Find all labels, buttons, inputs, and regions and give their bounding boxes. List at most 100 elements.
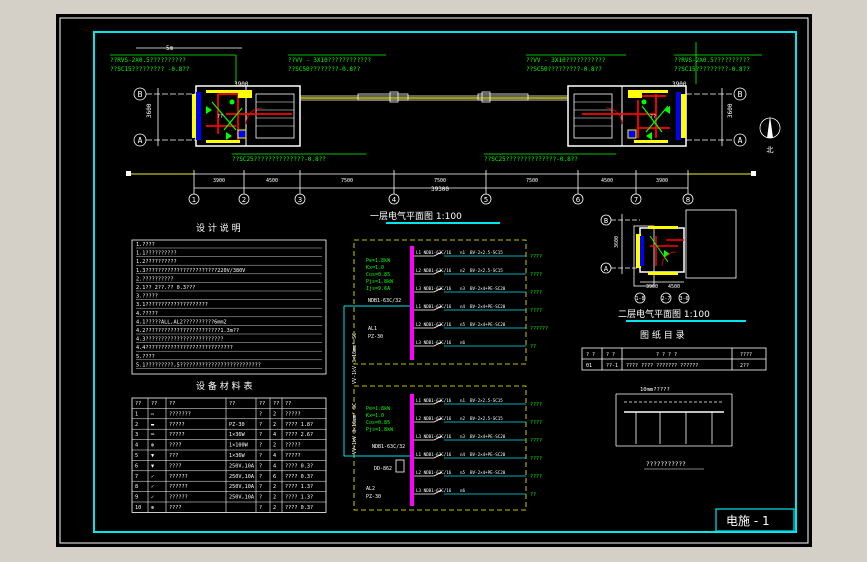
plan2-title: 二层电气平面图 1:100 bbox=[618, 308, 710, 320]
mid-left-note-1: ??VV - 3X10???????????? bbox=[288, 57, 371, 64]
materials-cell: ▼ bbox=[151, 453, 155, 459]
notes-line: 2.?????????? bbox=[136, 276, 173, 282]
index-cell-2: ??-1 bbox=[606, 363, 618, 369]
svg-text:??: ?? bbox=[650, 114, 656, 120]
p2-axis-a: A bbox=[604, 265, 609, 273]
left-note-2: ??SC15????????? -0.8?? bbox=[110, 66, 190, 73]
circuit-note: ???? bbox=[530, 402, 542, 408]
axis-col-circle bbox=[388, 193, 400, 205]
axis-col-circle bbox=[572, 193, 584, 205]
p1-param-4: Pjs=1.8kW bbox=[366, 279, 394, 285]
materials-cell: 1 bbox=[135, 411, 138, 417]
notes-line: 1.2?????????? bbox=[136, 259, 177, 265]
materials-cell: ????? bbox=[285, 411, 301, 417]
axis-col-label: 1 bbox=[192, 196, 196, 204]
p2-param-1: Pe=1.8kW bbox=[366, 406, 391, 412]
p2-dim-1: 3900 bbox=[646, 284, 658, 290]
materials-cell: 4 bbox=[135, 443, 138, 449]
right-building: ?? 3900 bbox=[567, 81, 687, 147]
materials-cell: ????? bbox=[285, 453, 301, 459]
index-cell-4: 2?? bbox=[740, 363, 749, 369]
dim-text: 7500 bbox=[341, 178, 353, 184]
materials-cell: 6 bbox=[273, 474, 276, 480]
materials-cell: 1×36W bbox=[229, 453, 245, 459]
materials-cell: ??????? bbox=[169, 411, 191, 417]
bottom-left-note: ??SC25??????????????-0.8?? bbox=[232, 156, 326, 163]
materials-cell: ?????? bbox=[169, 474, 188, 480]
notes-line: 4.1?????ALL,AL2??????????6mm2 bbox=[136, 319, 227, 325]
materials-header: ?? bbox=[169, 401, 175, 407]
circuit-cable: BV-2×4+PE-SC20 bbox=[470, 452, 506, 457]
materials-cell: 2 bbox=[273, 495, 276, 501]
materials-cell: ?????? bbox=[169, 495, 188, 501]
materials-cell: 6 bbox=[135, 463, 138, 469]
circuit-note: ???? bbox=[530, 420, 542, 426]
side-dim-left: 3600 bbox=[146, 103, 153, 118]
p1-param-5: Ijs=9.6A bbox=[366, 286, 390, 292]
notes-line: 3.????? bbox=[136, 294, 158, 300]
materials-cell: 5 bbox=[135, 453, 138, 459]
index-header-3: ? ? ? ? bbox=[656, 352, 677, 358]
circuit-note: ???? bbox=[530, 272, 542, 278]
materials-cell: ⊕ bbox=[151, 505, 154, 511]
index-header-2: ? ? bbox=[606, 352, 615, 358]
materials-cell: ????? bbox=[285, 443, 301, 449]
right-note-1: ??RVS-2X0.5?????????? bbox=[674, 57, 750, 64]
materials-cell: 250V,10A bbox=[229, 474, 255, 480]
materials-header: ?? bbox=[285, 401, 291, 407]
notes-line: 4.3????????????????????????? bbox=[136, 337, 223, 343]
circuit-id: n6 bbox=[460, 340, 466, 345]
materials-cell: ▼ bbox=[151, 463, 155, 469]
circuit-cable: BV-2×4+PE-SC20 bbox=[470, 470, 506, 475]
circuit-note: ???? bbox=[530, 290, 542, 296]
materials-cell: ▬ bbox=[151, 422, 155, 428]
p2-axis-col-2: 2-7 bbox=[661, 296, 670, 302]
materials-cell: ⊗ bbox=[151, 443, 154, 449]
materials-cell: ??? bbox=[169, 453, 178, 459]
axis-col-label: 7 bbox=[634, 196, 638, 204]
materials-cell: 1×100W bbox=[229, 443, 249, 449]
axis-col-label: 8 bbox=[686, 196, 690, 204]
materials-cell: 7 bbox=[135, 474, 138, 480]
materials-cell: ✓ bbox=[151, 474, 154, 480]
materials-cell: ???? 2.6? bbox=[285, 432, 313, 438]
north-label: 北 bbox=[767, 146, 774, 154]
axis-col-label: 5 bbox=[484, 196, 488, 204]
circuit-breaker: L1 NDB1-63C/16 bbox=[416, 452, 452, 457]
circuit-breaker: L3 NDB1-63C/16 bbox=[416, 286, 452, 291]
notes-line: 5.???? bbox=[136, 354, 155, 360]
dim-text: 3900 bbox=[213, 178, 225, 184]
axis-col-label: 4 bbox=[392, 196, 397, 204]
materials-cell: ?????? bbox=[169, 484, 188, 490]
circuit-id: n4 bbox=[460, 452, 466, 457]
axis-row-a-left: A bbox=[138, 136, 143, 145]
axis-row-a-right: A bbox=[738, 136, 743, 145]
circuit-cable: BV-2×2.5-SC15 bbox=[470, 416, 503, 421]
right-note-2: ??SC15?????????-0.8?? bbox=[674, 66, 750, 73]
materials-cell: 250V,10A bbox=[229, 484, 255, 490]
axis-col-label: 6 bbox=[576, 196, 581, 204]
notes-line: 5.1?????????,5?????????????????????????? bbox=[136, 362, 261, 368]
circuit-note: ???? bbox=[530, 438, 542, 444]
materials-cell: ? bbox=[259, 422, 262, 428]
circuit-breaker: L3 NDB1-63C/16 bbox=[416, 488, 452, 493]
materials-cell: ? bbox=[259, 432, 262, 438]
materials-title: 设 备 材 料 表 bbox=[196, 380, 252, 392]
p2-param-3: Cos=0.85 bbox=[366, 420, 390, 426]
circuit-id: n5 bbox=[460, 322, 466, 327]
materials-header: ?? bbox=[151, 401, 157, 407]
notes-line: 1.3???????????????????????220V/380V bbox=[136, 268, 245, 274]
materials-cell: ????? bbox=[169, 432, 185, 438]
materials-cell: 2 bbox=[273, 443, 276, 449]
cad-drawing: ??RVS-2X0.5?????????? ??SC15????????? -0… bbox=[59, 17, 809, 544]
riser-cable-label-2: VV-1kV 3×16mm² SC bbox=[352, 333, 358, 384]
materials-cell: 2 bbox=[273, 411, 276, 417]
bottom-right-note: ??SC25??????????????-0.8?? bbox=[484, 156, 578, 163]
p1-name: AL1 bbox=[368, 326, 377, 332]
left-note-1: ??RVS-2X0.5?????????? bbox=[110, 57, 186, 64]
svg-text:??: ?? bbox=[217, 114, 223, 120]
svg-text:3900: 3900 bbox=[672, 81, 687, 88]
materials-cell: 1×36W bbox=[229, 432, 245, 438]
axis-col-circle bbox=[188, 193, 200, 205]
